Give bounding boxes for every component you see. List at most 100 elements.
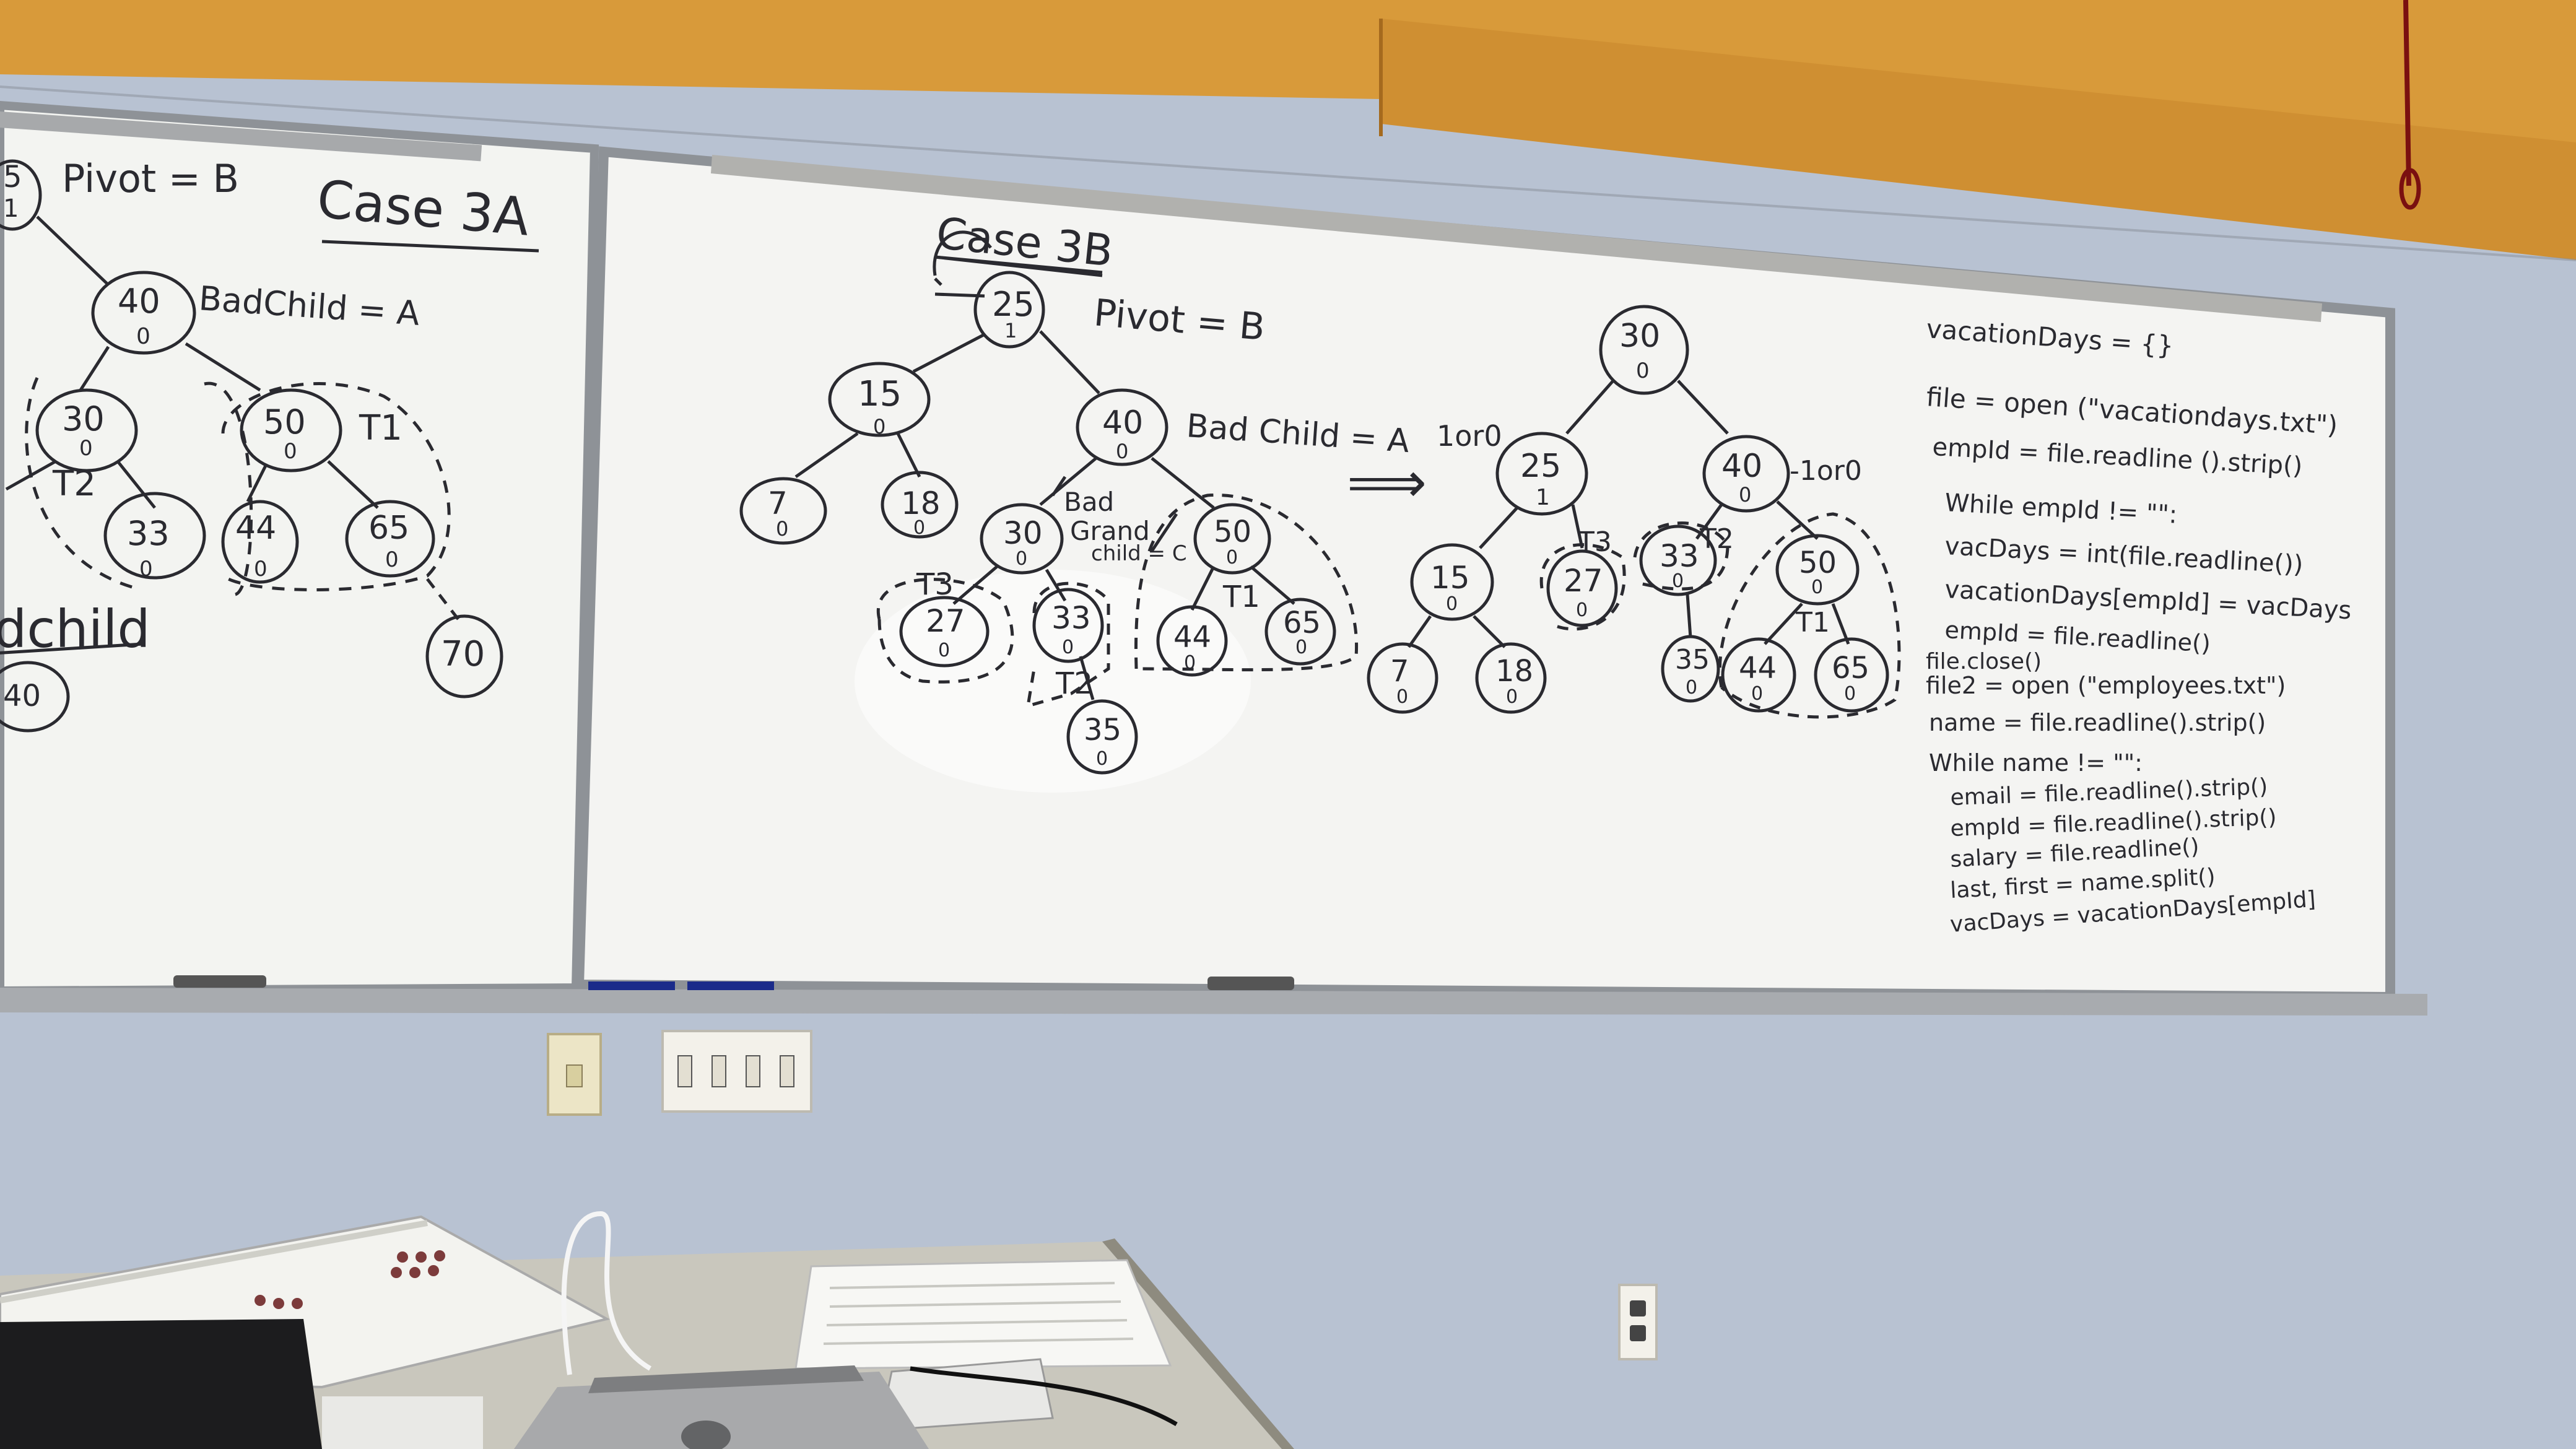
- a-node-35: 35: [1675, 644, 1710, 676]
- left-tree: [0, 159, 539, 733]
- b-t1-label: T1: [1222, 580, 1260, 614]
- hanging-cord: [2403, 0, 2411, 186]
- a-node-15: 15: [1430, 560, 1470, 596]
- white-cable: [561, 1211, 652, 1375]
- case3b-title-underline: [934, 255, 1103, 274]
- b-node-7: 7: [768, 485, 788, 521]
- dark-box: [0, 1319, 322, 1449]
- b-node-65: 65: [1283, 606, 1321, 640]
- svg-text:0: 0: [1811, 577, 1823, 598]
- svg-text:0: 0: [284, 439, 297, 464]
- svg-text:0: 0: [1396, 686, 1408, 708]
- wood-trim-right: [1381, 19, 2576, 260]
- a-node-50: 50: [1799, 546, 1837, 580]
- svg-text:0: 0: [1672, 570, 1684, 592]
- marker-tray: [0, 988, 2427, 1016]
- a-node-25: 25: [1520, 448, 1561, 485]
- svg-text:0: 0: [1636, 359, 1650, 383]
- left-node-50: 50: [263, 402, 306, 442]
- a-label-neg1or0: -1or0: [1790, 455, 1862, 487]
- left-node-44: 44: [235, 510, 276, 547]
- transform-arrow: ⟹: [1347, 450, 1427, 515]
- bad-grandchild-line3: child = C: [1091, 541, 1187, 566]
- paper-sheet: [794, 1259, 1172, 1370]
- code-line-11: While name != "":: [1929, 749, 2143, 777]
- marker-blue: [588, 981, 675, 990]
- svg-text:0: 0: [776, 517, 788, 541]
- b-node-35: 35: [1084, 713, 1121, 747]
- paper-lines: [823, 1282, 1134, 1345]
- svg-text:0: 0: [1096, 748, 1108, 770]
- svg-text:0: 0: [913, 517, 925, 539]
- b-node-44: 44: [1173, 620, 1211, 655]
- svg-text:0: 0: [1686, 677, 1697, 698]
- left-map-rail: [0, 111, 482, 162]
- case3b-labels: Case 3B Pivot = B Bad Child = A Bad Gran…: [768, 207, 1427, 770]
- b-node-25: 25: [992, 285, 1035, 324]
- power-outlet: [1618, 1284, 1658, 1360]
- a-node-7: 7: [1390, 654, 1409, 689]
- a-label-1or0: 1or0: [1437, 419, 1502, 453]
- left-top-node-bal: 1: [3, 194, 19, 223]
- a-node-18: 18: [1495, 654, 1533, 689]
- apple-logo: [681, 1421, 731, 1449]
- wood-trim: [0, 0, 2576, 260]
- left-node-40b: 40: [3, 679, 41, 713]
- case3b-before-tree: [739, 230, 1359, 775]
- left-node-70: 70: [441, 634, 485, 674]
- left-node-40: 40: [118, 282, 160, 321]
- svg-text:0: 0: [1739, 483, 1751, 507]
- a-node-40: 40: [1721, 448, 1762, 485]
- left-node-30: 30: [62, 399, 105, 438]
- svg-text:0: 0: [1184, 652, 1196, 674]
- bad-grandchild-line2: Grand: [1070, 516, 1150, 546]
- left-t1-label: T1: [359, 408, 402, 448]
- b-node-27: 27: [926, 603, 965, 639]
- svg-text:0: 0: [1116, 440, 1128, 463]
- code-line-9: file2 = open ("employees.txt"): [1926, 672, 2286, 699]
- svg-text:0: 0: [79, 436, 93, 461]
- svg-text:0: 0: [254, 557, 268, 581]
- a-node-65: 65: [1832, 651, 1869, 685]
- left-top-node-text: 5: [3, 160, 22, 194]
- left-labels: 5 1 Pivot = B Case 3A BadChild = A 40 0 …: [0, 156, 532, 713]
- svg-text:0: 0: [938, 640, 950, 661]
- a-node-33: 33: [1660, 538, 1699, 574]
- code-line-10: name = file.readline().strip(): [1929, 709, 2266, 736]
- left-pivot-label: Pivot = B: [62, 156, 239, 201]
- a-node-30: 30: [1619, 318, 1660, 355]
- svg-text:0: 0: [1062, 637, 1074, 658]
- svg-text:0: 0: [1016, 548, 1027, 570]
- a-t1-label: T1: [1795, 607, 1830, 638]
- b-t2-label: T2: [1055, 666, 1093, 701]
- b-node-18: 18: [901, 485, 941, 521]
- left-node-33: 33: [127, 514, 170, 553]
- left-node-65: 65: [368, 510, 409, 547]
- left-t2-label: T2: [52, 464, 96, 504]
- book-figure: [255, 1250, 445, 1309]
- svg-text:0: 0: [139, 557, 153, 581]
- b-node-30: 30: [1003, 515, 1043, 551]
- case3b-after-tree: [1367, 305, 1901, 719]
- a-node-27: 27: [1564, 563, 1603, 599]
- b-node-33: 33: [1051, 600, 1091, 636]
- b-node-15: 15: [858, 374, 902, 414]
- svg-text:0: 0: [1751, 683, 1763, 705]
- case3b-after-labels: 30 0 25 1 40 0 15 0 27 0 33 0 50 0 7 0 1…: [1390, 318, 1869, 708]
- svg-text:0: 0: [136, 324, 150, 349]
- code-line-8: file.close(): [1926, 649, 2042, 674]
- black-cable: [910, 1366, 1178, 1427]
- svg-text:0: 0: [1295, 637, 1307, 658]
- a-node-44: 44: [1739, 651, 1777, 685]
- b-node-40: 40: [1102, 404, 1143, 442]
- svg-text:0: 0: [1844, 683, 1856, 705]
- keyboard-left: [322, 1396, 483, 1449]
- svg-text:0: 0: [385, 547, 399, 572]
- svg-text:0: 0: [1446, 593, 1458, 615]
- a-t3-label: T3: [1577, 526, 1612, 558]
- light-switch: [566, 1064, 583, 1087]
- svg-text:0: 0: [1226, 547, 1238, 568]
- right-map-rail: [711, 155, 2322, 322]
- svg-text:0: 0: [1576, 599, 1588, 621]
